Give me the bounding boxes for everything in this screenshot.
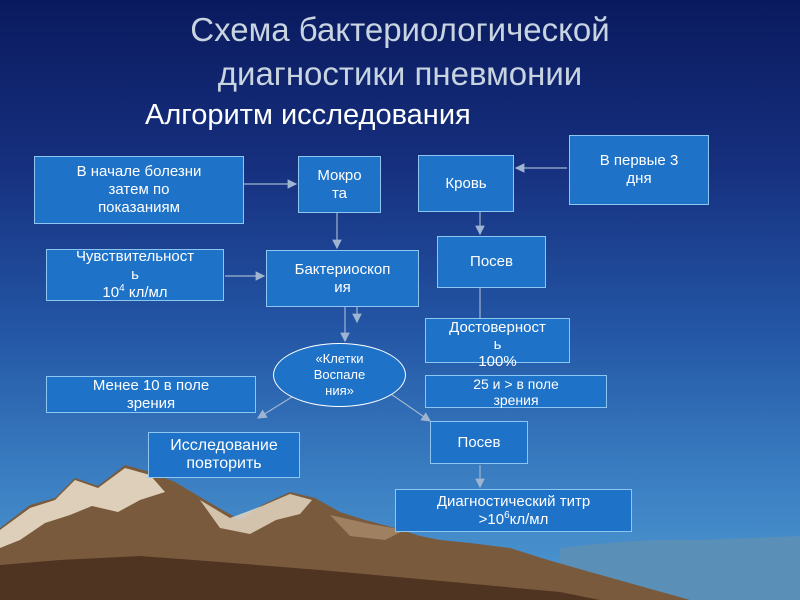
box-reliability: Достоверност ь 100% — [425, 318, 570, 370]
box-sensitivity: Чувствительност ь 104 кл/мл — [46, 248, 224, 302]
box-culture-blood: Посев — [437, 236, 546, 288]
box-bacterioscopy: Бактериоскоп ия — [266, 250, 419, 307]
sensitivity-value: 104 кл/мл — [102, 283, 168, 302]
box-sputum: Мокро та — [298, 156, 381, 213]
slide-subtitle: Алгоритм исследования — [145, 99, 471, 131]
box-less-than-10: Менее 10 в поле зрения — [46, 376, 256, 413]
box-disease-start: В начале болезни затем по показаниям — [34, 156, 244, 224]
box-blood: Кровь — [418, 155, 514, 212]
box-first-days: В первые 3 дня — [569, 135, 709, 205]
sensitivity-label: Чувствительност ь — [75, 248, 195, 283]
slide-title-line1: Схема бактериологической — [190, 11, 610, 48]
box-more-than-25: 25 и > в поле зрения — [425, 375, 607, 408]
titer-value: >106кл/мл — [478, 509, 549, 528]
titer-label: Диагностический титр — [436, 492, 591, 510]
slide-title-line2: диагностики пневмонии — [217, 55, 583, 92]
box-culture-sputum: Посев — [430, 421, 528, 464]
box-diagnostic-titer: Диагностический титр >106кл/мл — [395, 489, 632, 532]
oval-inflammation-cells: «Клетки Воспале ния» — [273, 343, 406, 407]
box-repeat-study: Исследование повторить — [148, 432, 300, 478]
